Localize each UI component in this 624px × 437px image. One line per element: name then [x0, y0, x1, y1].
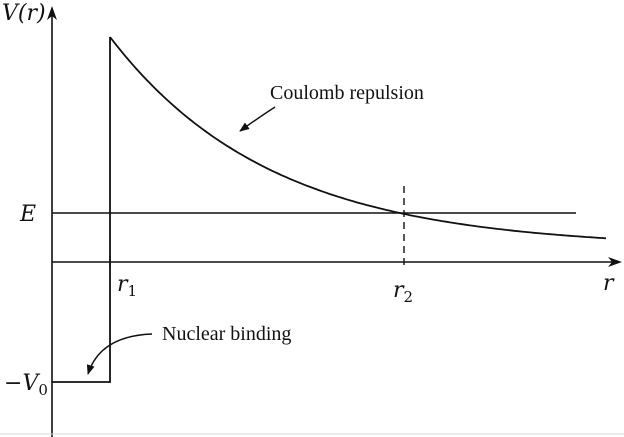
coulomb-curve — [109, 36, 607, 240]
nuclear-pointer-arrow — [86, 333, 153, 375]
coulomb-pointer-arrow — [239, 106, 276, 132]
r2-label: r2 — [393, 278, 413, 306]
nuclear-well — [52, 37, 111, 383]
y-axis-label: V(r) — [2, 1, 46, 26]
r1-label: r1 — [117, 272, 137, 300]
energy-label: E — [19, 202, 36, 227]
nuclear-binding-label: Nuclear binding — [162, 323, 291, 345]
y-axis-arrow-icon — [47, 6, 57, 20]
x-axis-label: r — [603, 271, 615, 296]
x-axis-arrow-icon — [608, 257, 622, 267]
depth-label: −V0 — [4, 371, 48, 399]
coulomb-repulsion-label: Coulomb repulsion — [270, 82, 424, 104]
